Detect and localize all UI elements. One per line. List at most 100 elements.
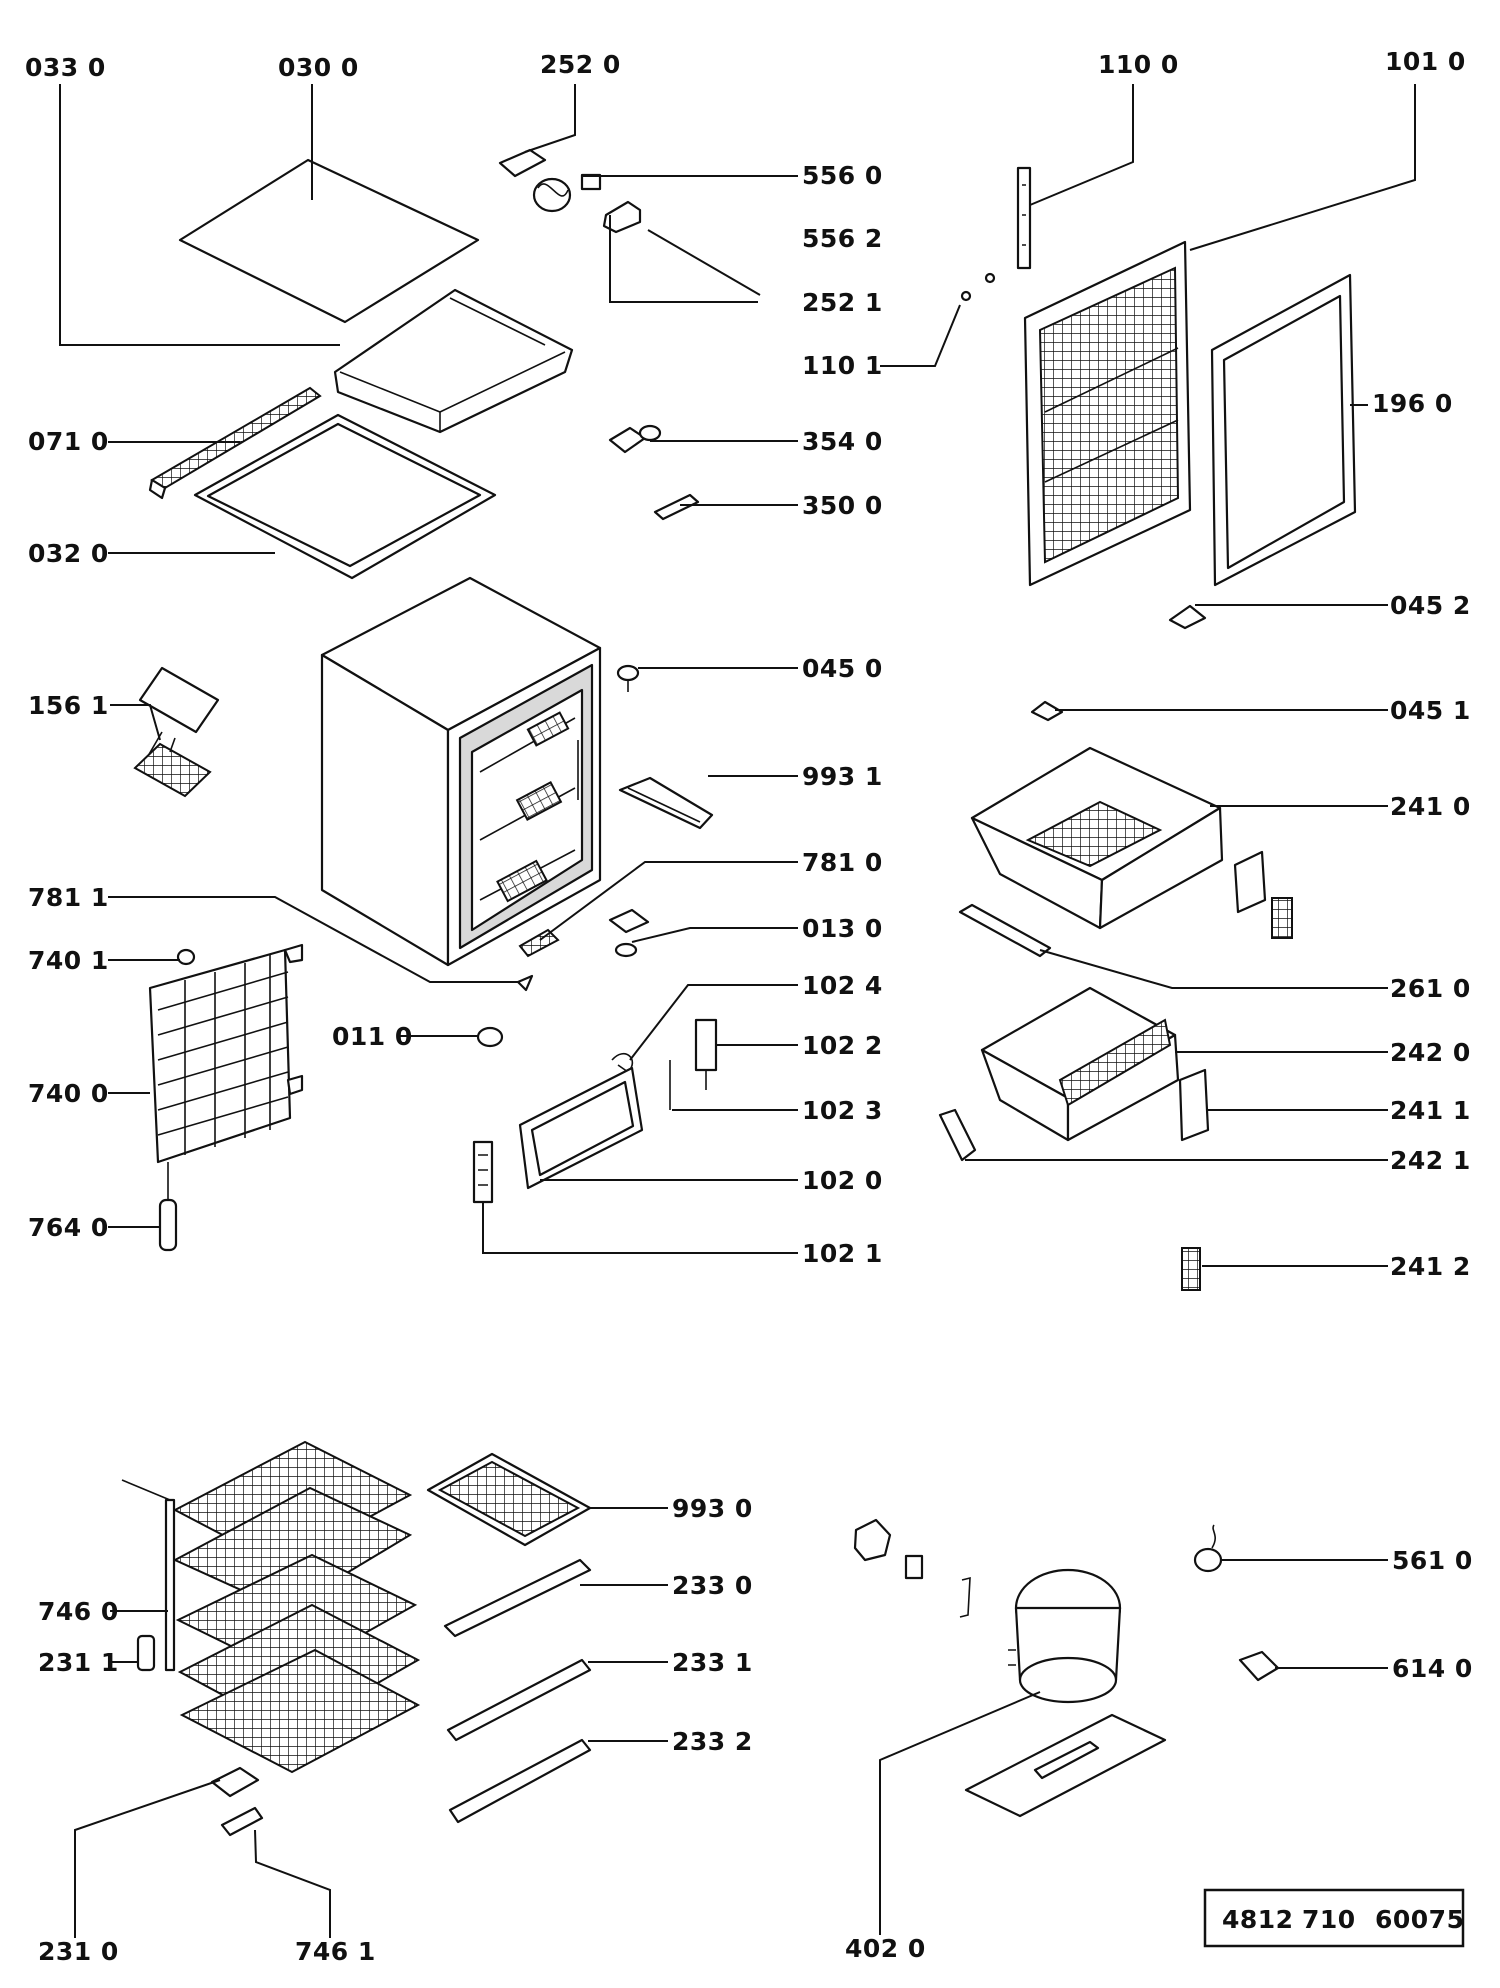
part-032-frame bbox=[193, 413, 497, 580]
part-233-1 bbox=[446, 1658, 592, 1742]
callout-740-1: 740 1 bbox=[28, 946, 109, 975]
reference-part3: 60075 bbox=[1375, 1905, 1464, 1934]
part-740-0 bbox=[148, 943, 304, 1164]
callout-350-0: 350 0 bbox=[802, 491, 883, 520]
callout-241-1: 241 1 bbox=[1390, 1096, 1471, 1125]
callout-045-0: 045 0 bbox=[802, 654, 883, 683]
callout-013-0: 013 0 bbox=[802, 914, 883, 943]
callout-110-0: 110 0 bbox=[1098, 50, 1179, 79]
leader-lines bbox=[59, 84, 1416, 1938]
part-102-2 bbox=[694, 1018, 718, 1090]
callout-032-0: 032 0 bbox=[28, 539, 109, 568]
part-drawings bbox=[121, 148, 1357, 1837]
part-233-0 bbox=[443, 1558, 592, 1638]
part-045-2 bbox=[1168, 604, 1207, 630]
part-231-1 bbox=[136, 1634, 156, 1672]
callout-102-0: 102 0 bbox=[802, 1166, 883, 1195]
callout-101-0: 101 0 bbox=[1385, 47, 1466, 76]
callout-045-2: 045 2 bbox=[1390, 591, 1471, 620]
part-993-1 bbox=[618, 776, 714, 830]
callout-252-0: 252 0 bbox=[540, 50, 621, 79]
callout-071-0: 071 0 bbox=[28, 427, 109, 456]
part-cabinet-body bbox=[320, 576, 602, 967]
callout-102-1: 102 1 bbox=[802, 1239, 883, 1268]
part-071-rail bbox=[148, 386, 322, 500]
part-764-0 bbox=[158, 1162, 178, 1252]
callout-993-0: 993 0 bbox=[672, 1494, 753, 1523]
callout-252-1: 252 1 bbox=[802, 288, 883, 317]
part-993-0 bbox=[426, 1452, 592, 1547]
callout-231-0: 231 0 bbox=[38, 1937, 119, 1966]
part-241-0-drawer bbox=[970, 746, 1224, 930]
callout-102-4: 102 4 bbox=[802, 971, 883, 1000]
callout-740-0: 740 0 bbox=[28, 1079, 109, 1108]
callout-233-2: 233 2 bbox=[672, 1727, 753, 1756]
part-241-1 bbox=[1178, 1068, 1210, 1142]
callout-241-0: 241 0 bbox=[1390, 792, 1471, 821]
callout-045-1: 045 1 bbox=[1390, 696, 1471, 725]
part-781-0 bbox=[518, 928, 560, 958]
part-242-0-drawer bbox=[980, 986, 1180, 1142]
part-033-worktop bbox=[333, 288, 574, 434]
callout-781-1: 781 1 bbox=[28, 883, 109, 912]
callout-764-0: 764 0 bbox=[28, 1213, 109, 1242]
callout-242-1: 242 1 bbox=[1390, 1146, 1471, 1175]
callout-614-0: 614 0 bbox=[1392, 1654, 1473, 1683]
callout-242-0: 242 0 bbox=[1390, 1038, 1471, 1067]
callout-993-1: 993 1 bbox=[802, 762, 883, 791]
part-156-ice-tray bbox=[133, 666, 220, 798]
reference-part2: 710 bbox=[1302, 1905, 1356, 1934]
part-231-0 bbox=[210, 1766, 260, 1798]
callout-233-0: 233 0 bbox=[672, 1571, 753, 1600]
callout-102-2: 102 2 bbox=[802, 1031, 883, 1060]
callout-354-0: 354 0 bbox=[802, 427, 883, 456]
part-746-0-rack bbox=[121, 1440, 421, 1774]
part-781-1 bbox=[516, 974, 534, 992]
reference-number-box: 4812 710 60075 bbox=[1203, 1888, 1465, 1948]
callout-231-1: 231 1 bbox=[38, 1648, 119, 1677]
part-compressor-relays bbox=[853, 1518, 971, 1618]
part-261-0 bbox=[958, 903, 1052, 958]
callout-261-0: 261 0 bbox=[1390, 974, 1471, 1003]
part-101-door bbox=[1023, 240, 1192, 587]
part-102-0 bbox=[518, 1066, 644, 1190]
part-196-gasket bbox=[1210, 273, 1357, 587]
reference-part1: 4812 bbox=[1222, 1905, 1294, 1934]
callout-033-0: 033 0 bbox=[25, 53, 106, 82]
callout-241-2: 241 2 bbox=[1390, 1252, 1471, 1281]
part-045-1 bbox=[1030, 700, 1064, 722]
part-110-hinge bbox=[960, 166, 1032, 302]
part-011-0 bbox=[476, 1026, 504, 1048]
part-740-1 bbox=[176, 948, 196, 966]
callout-labels: 033 0 030 0 252 0 556 0 556 2 252 1 110 … bbox=[25, 47, 1473, 1966]
callout-781-0: 781 0 bbox=[802, 848, 883, 877]
part-746-1 bbox=[220, 1806, 264, 1837]
part-233-2 bbox=[448, 1738, 592, 1824]
callout-556-2: 556 2 bbox=[802, 224, 883, 253]
part-242-1 bbox=[938, 1108, 977, 1162]
callout-156-1: 156 1 bbox=[28, 691, 109, 720]
part-402-0-compressor bbox=[964, 1568, 1167, 1818]
part-241-2 bbox=[1181, 1247, 1201, 1291]
part-252-556-group bbox=[498, 148, 642, 234]
callout-746-0: 746 0 bbox=[38, 1597, 119, 1626]
part-561-0 bbox=[1193, 1524, 1223, 1573]
part-045-0 bbox=[616, 664, 640, 692]
part-354-350-group bbox=[608, 424, 700, 521]
part-013-0 bbox=[608, 908, 650, 958]
callout-746-1: 746 1 bbox=[295, 1937, 376, 1966]
part-030-top-sheet bbox=[178, 158, 480, 324]
part-614-0 bbox=[1238, 1650, 1280, 1682]
callout-011-0: 011 0 bbox=[332, 1022, 413, 1051]
callout-402-0: 402 0 bbox=[845, 1934, 926, 1963]
callout-196-0: 196 0 bbox=[1372, 389, 1453, 418]
callout-561-0: 561 0 bbox=[1392, 1546, 1473, 1575]
part-102-1 bbox=[472, 1140, 494, 1204]
part-241-0-clips bbox=[1233, 850, 1293, 939]
callout-556-0: 556 0 bbox=[802, 161, 883, 190]
callout-233-1: 233 1 bbox=[672, 1648, 753, 1677]
callout-102-3: 102 3 bbox=[802, 1096, 883, 1125]
callout-030-0: 030 0 bbox=[278, 53, 359, 82]
callout-110-1: 110 1 bbox=[802, 351, 883, 380]
